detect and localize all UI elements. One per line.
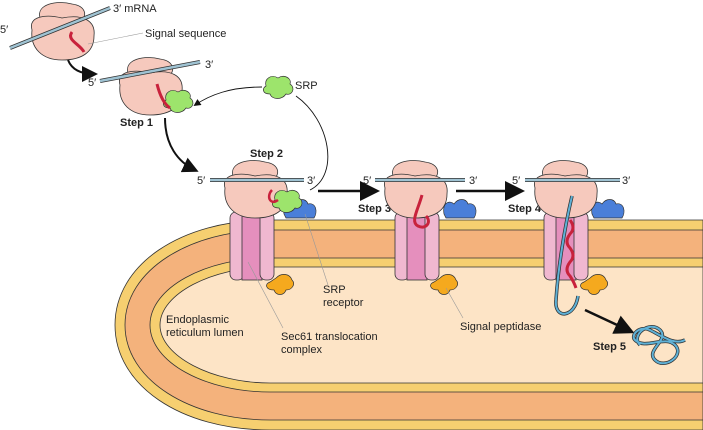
srp-free bbox=[263, 76, 294, 99]
srp-receptor-label: SRP bbox=[323, 284, 346, 296]
step3-label: Step 3 bbox=[358, 203, 391, 215]
protein-chain bbox=[554, 195, 579, 315]
three-prime-label: 3′ bbox=[622, 175, 630, 187]
step5-label: Step 5 bbox=[593, 341, 626, 353]
ribosome-step2 bbox=[224, 160, 288, 219]
arrow bbox=[584, 308, 635, 334]
signal-sequence bbox=[69, 31, 86, 53]
signal-sequence-label: Signal sequence bbox=[145, 28, 226, 40]
step1-label: Step 1 bbox=[120, 117, 153, 129]
sec61-label: complex bbox=[281, 344, 322, 356]
srp-receptor bbox=[591, 199, 625, 219]
srp-label: SRP bbox=[295, 80, 318, 92]
arrow bbox=[67, 59, 98, 82]
mrna-label: 3′ mRNA bbox=[113, 3, 157, 15]
five-prime-label: 5′ bbox=[88, 77, 96, 89]
five-prime-label: 5′ bbox=[512, 175, 520, 187]
arrow bbox=[193, 86, 263, 106]
step4-label: Step 4 bbox=[508, 203, 542, 215]
five-prime-label: 5′ bbox=[197, 175, 205, 187]
sec61-label: Sec61 translocation bbox=[281, 331, 378, 343]
step2-label: Step 2 bbox=[250, 148, 283, 160]
signal-peptidase-label: Signal peptidase bbox=[460, 321, 541, 333]
five-prime-label: 5′ bbox=[0, 24, 8, 36]
er-lumen-label: reticulum lumen bbox=[166, 327, 244, 339]
er-lumen-label: Endoplasmic bbox=[166, 314, 229, 326]
cleaved-signal-sequence bbox=[565, 219, 578, 289]
arrow bbox=[164, 117, 199, 173]
five-prime-label: 5′ bbox=[363, 175, 371, 187]
folded-protein bbox=[632, 324, 686, 366]
ribosome-step4 bbox=[534, 160, 598, 219]
three-prime-label: 3′ bbox=[469, 175, 477, 187]
ribosome-initial bbox=[9, 2, 144, 61]
three-prime-label: 3′ bbox=[307, 175, 315, 187]
arrow bbox=[295, 95, 329, 191]
srp-receptor-label: receptor bbox=[323, 297, 364, 309]
ribosome-step1 bbox=[99, 57, 201, 116]
srp-receptor bbox=[443, 199, 477, 219]
three-prime-label: 3′ bbox=[205, 59, 213, 71]
sec61-complex bbox=[394, 209, 440, 281]
